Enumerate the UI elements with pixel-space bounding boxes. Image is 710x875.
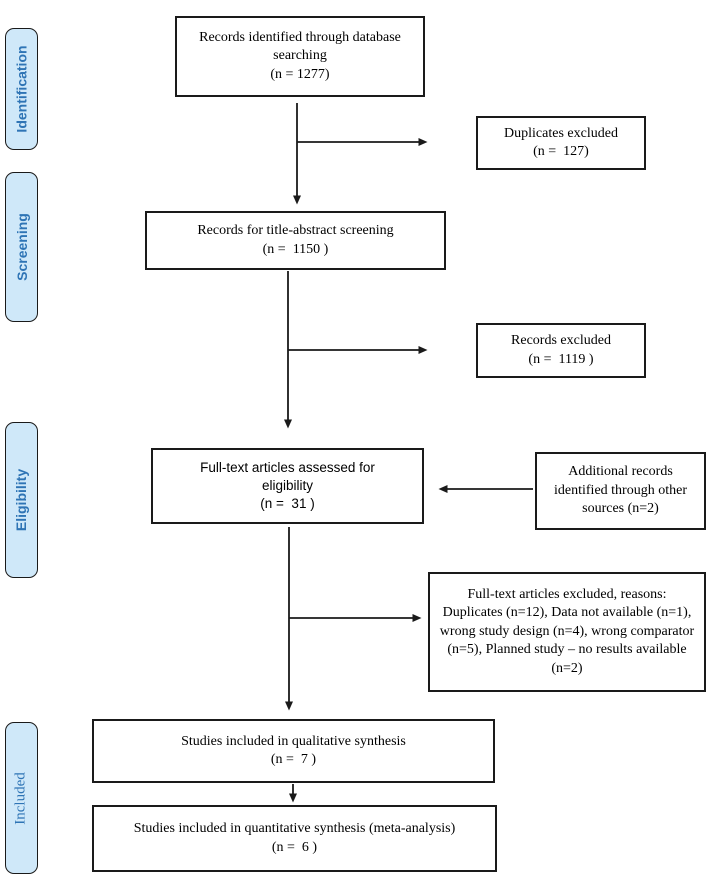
box-records-identified: Records identified through database sear… [175,16,425,97]
box-fulltext-assessed: Full-text articles assessed for eligibil… [151,448,424,524]
box-fulltext-assessed-line1: Full-text articles assessed for [200,460,375,476]
box-additional-records: Additional records identified through ot… [535,452,706,530]
stage-label-screening: Screening [5,172,38,322]
box-records-excluded: Records excluded (n = 1119 ) [476,323,646,378]
stage-label-included: Included [5,722,38,874]
box-fulltext-assessed-line2: eligibility [261,478,314,494]
box-duplicates-excluded-line1: Duplicates excluded [504,125,618,141]
box-duplicates-excluded: Duplicates excluded (n = 127) [476,116,646,170]
box-quantitative-count: (n = 6 ) [271,839,318,855]
box-quantitative-synthesis: Studies included in quantitative synthes… [92,805,497,872]
box-duplicates-excluded-count: (n = 127) [533,144,589,159]
box-records-excluded-line1: Records excluded [511,333,611,349]
stage-label-eligibility-text: Eligibility [13,468,30,532]
box-records-identified-count: (n = 1277) [270,66,330,82]
stage-label-screening-text: Screening [13,213,30,281]
box-title-abstract-line1: Records for title-abstract screening [197,223,394,239]
box-fulltext-assessed-count: (n = 31 ) [260,495,315,511]
box-qualitative-count: (n = 7 ) [270,752,317,767]
stage-label-identification: Identification [5,28,38,150]
box-records-identified-line1: Records identified through database sear… [199,29,405,64]
box-qualitative-synthesis: Studies included in qualitative synthesi… [92,719,495,783]
box-title-abstract-screening: Records for title-abstract screening (n … [145,211,446,270]
box-records-excluded-count: (n = 1119 ) [528,351,594,367]
stage-label-identification-text: Identification [13,45,30,133]
box-fulltext-excluded-reasons: Full-text articles excluded, reasons: Du… [428,572,706,692]
box-additional-records-text: Additional records identified through ot… [554,464,691,517]
box-fulltext-excluded-text: Full-text articles excluded, reasons: Du… [439,586,698,676]
box-qualitative-line1: Studies included in qualitative synthesi… [181,733,406,749]
stage-label-eligibility: Eligibility [5,422,38,578]
stage-label-included-text: Included [13,771,30,825]
box-title-abstract-count: (n = 1150 ) [262,241,329,257]
box-quantitative-line1: Studies included in quantitative synthes… [133,821,456,837]
